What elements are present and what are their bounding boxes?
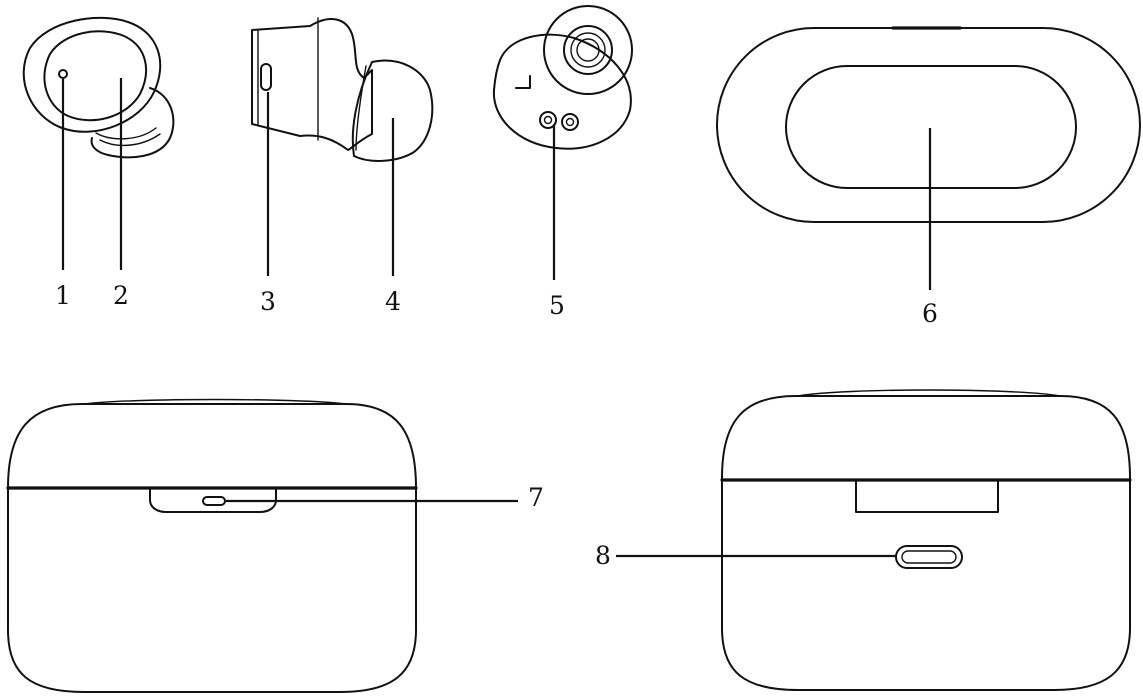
led-indicator [202, 496, 226, 506]
callout-label-6: 6 [922, 299, 938, 328]
callout-label-3: 3 [260, 287, 276, 316]
callout-label-5: 5 [549, 291, 565, 320]
earbud-inner-icon [492, 5, 633, 150]
charging-contact-left [539, 111, 557, 129]
callout-label-7: 7 [528, 483, 544, 512]
case-front-icon [6, 398, 418, 693]
case-top-icon [716, 26, 1141, 223]
case-back-icon [720, 389, 1132, 691]
charging-contact-right [561, 113, 579, 131]
earbud-side-icon [251, 17, 434, 162]
callout-label-1: 1 [55, 281, 71, 310]
usb-c-port [895, 545, 963, 569]
callout-label-2: 2 [113, 281, 129, 310]
callout-label-8: 8 [595, 541, 611, 570]
microphone-hole [58, 69, 68, 79]
side-button [260, 63, 272, 91]
callout-label-4: 4 [385, 287, 401, 316]
earbud-front-icon [22, 16, 175, 159]
